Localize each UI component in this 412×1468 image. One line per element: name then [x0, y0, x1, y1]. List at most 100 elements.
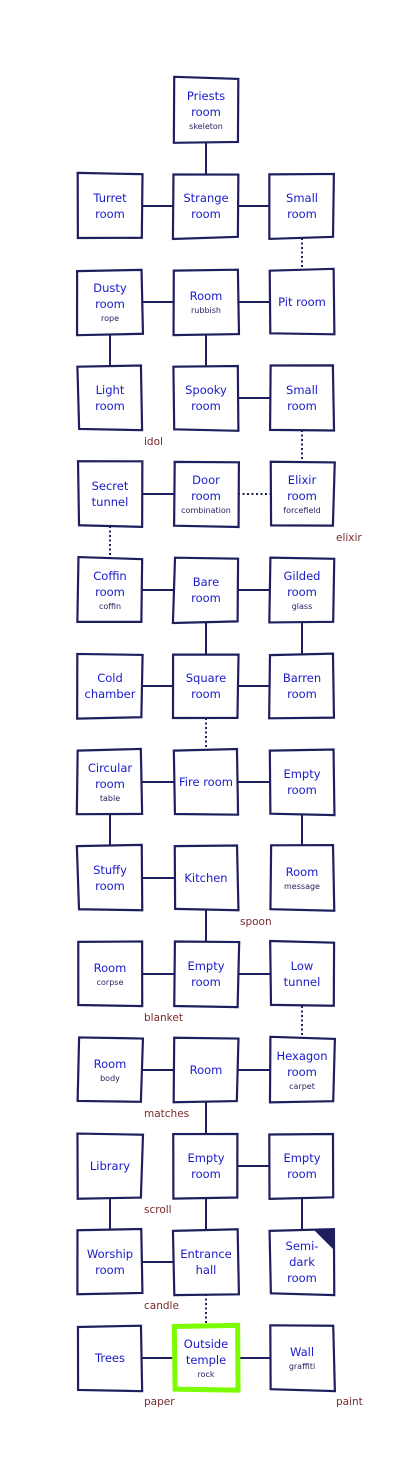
room-box — [173, 844, 240, 912]
room-box — [171, 173, 240, 241]
room-name-line: room — [287, 489, 317, 503]
room-name-line: room — [95, 585, 125, 599]
room-stuffy-room[interactable]: Stuffy room — [75, 843, 144, 912]
room-name-line: Room — [190, 1063, 223, 1077]
room-name-line: Priests — [187, 89, 225, 103]
room-box — [171, 556, 240, 625]
room-name-line: room — [287, 687, 317, 701]
room-coffin-room[interactable]: Coffin room coffin — [76, 555, 144, 623]
room-room-plain[interactable]: Room — [172, 1036, 240, 1104]
room-box — [172, 364, 240, 432]
room-box — [172, 1036, 240, 1104]
room-item: combination — [181, 506, 231, 515]
room-box — [173, 940, 241, 1009]
room-box — [269, 460, 336, 527]
room-item: carpet — [289, 1082, 315, 1091]
outside-item-label: matches — [144, 1108, 189, 1120]
dark-corner-marker — [314, 1230, 334, 1250]
room-name-line: Empty — [283, 1151, 320, 1165]
room-name-line: Light — [96, 383, 125, 397]
room-item: rubbish — [191, 306, 221, 315]
room-empty-room-4[interactable]: Empty room — [268, 1132, 335, 1200]
room-name-line: room — [191, 207, 221, 221]
room-box — [76, 460, 144, 529]
outside-item-label: scroll — [144, 1204, 172, 1216]
room-name-line: Room — [286, 865, 319, 879]
room-name-line: Fire room — [179, 775, 233, 789]
room-name-line: Room — [190, 289, 223, 303]
room-name-line: room — [287, 1065, 317, 1079]
room-name-line: Room — [94, 1057, 127, 1071]
room-name-line: Outside — [184, 1337, 228, 1351]
outside-item-label: idol — [144, 436, 163, 448]
room-box — [75, 268, 145, 337]
room-box — [269, 843, 336, 912]
room-secret-tunnel[interactable]: Secret tunnel — [76, 460, 144, 529]
room-box — [172, 1132, 239, 1200]
room-name-line: room — [287, 1167, 317, 1181]
room-box — [77, 940, 144, 1008]
room-pit-room[interactable]: Pit room — [268, 267, 336, 336]
room-box — [75, 843, 144, 912]
room-strange-room[interactable]: Strange room — [171, 173, 240, 241]
room-box — [268, 364, 336, 432]
room-name-line: Empty — [283, 767, 320, 781]
room-item: forcefield — [283, 506, 320, 515]
room-name-line: dark — [289, 1255, 315, 1269]
room-trees[interactable]: Trees — [76, 1324, 144, 1393]
room-name-line: room — [287, 783, 317, 797]
room-item: coffin — [99, 602, 121, 611]
room-box — [76, 171, 144, 240]
room-room-message[interactable]: Room message — [269, 843, 336, 912]
room-box — [171, 1228, 241, 1297]
room-name-line: room — [191, 489, 221, 503]
room-room-rubbish[interactable]: Room rubbish — [172, 268, 241, 337]
room-name-line: room — [95, 207, 125, 221]
outside-items-layer: idolelixirspoonblanketmatchesscrollcandl… — [144, 436, 363, 1408]
outside-item-label: spoon — [240, 916, 272, 928]
room-kitchen[interactable]: Kitchen — [173, 844, 240, 912]
outside-item-label: paint — [336, 1396, 363, 1408]
room-name-line: room — [95, 879, 125, 893]
room-name-line: temple — [186, 1353, 226, 1367]
room-name-line: Stuffy — [93, 863, 127, 877]
room-box — [268, 1132, 335, 1200]
room-name-line: tunnel — [92, 495, 129, 509]
room-empty-room-1[interactable]: Empty room — [268, 748, 336, 817]
room-name-line: Strange — [183, 191, 228, 205]
room-name-line: Secret — [92, 479, 129, 493]
room-fire-room[interactable]: Fire room — [172, 747, 240, 816]
room-name-line: Coffin — [93, 569, 126, 583]
room-item: message — [284, 882, 320, 891]
room-box — [76, 652, 144, 720]
room-library[interactable]: Library — [76, 1132, 145, 1200]
room-box — [269, 1324, 337, 1393]
